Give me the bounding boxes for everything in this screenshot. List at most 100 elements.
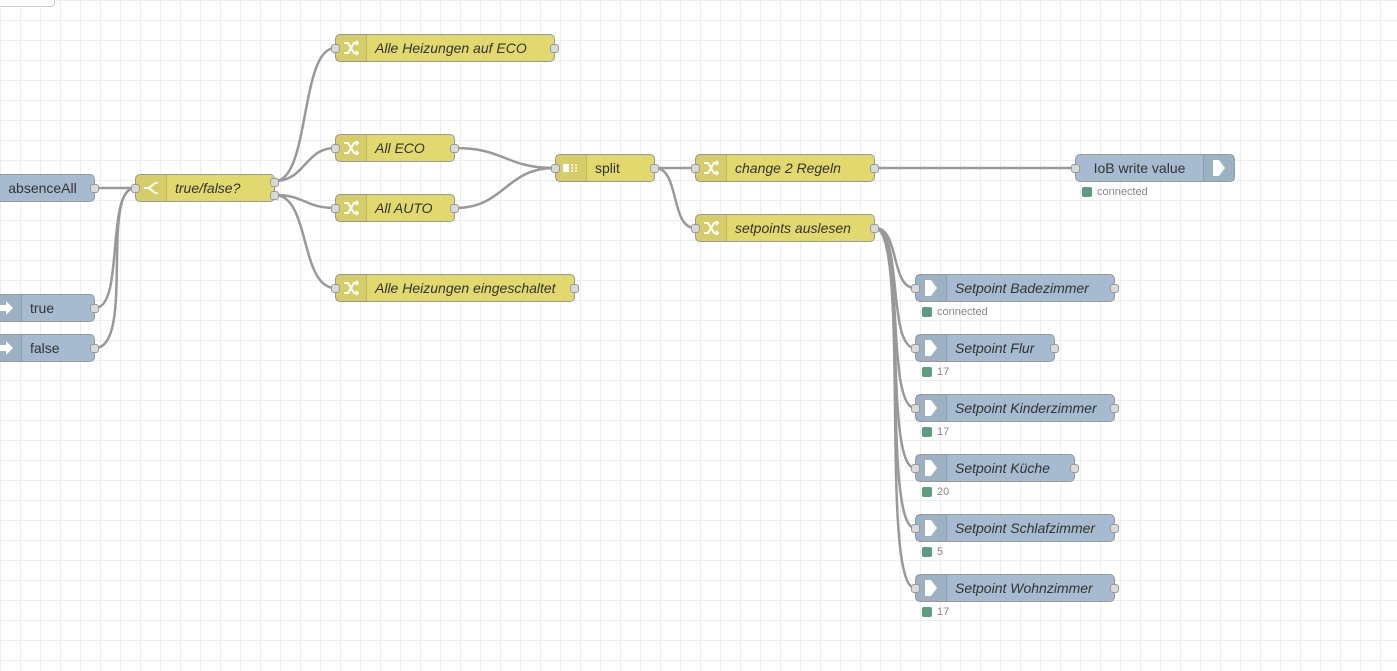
node-label: Alle Heizungen auf ECO — [375, 40, 527, 56]
input-port[interactable] — [911, 404, 920, 413]
input-port[interactable] — [911, 344, 920, 353]
wire — [454, 146, 556, 170]
input-port[interactable] — [911, 524, 920, 533]
status-text: 17 — [937, 426, 950, 438]
input-port[interactable] — [331, 44, 340, 53]
status-dot — [922, 427, 932, 437]
output-port[interactable] — [90, 304, 99, 313]
input-port[interactable] — [131, 184, 140, 193]
output-arrow-icon — [916, 515, 947, 541]
shuffle-icon — [336, 275, 367, 301]
node-absence-all[interactable]: absenceAll — [0, 174, 99, 202]
switch-icon — [136, 175, 167, 201]
wire — [274, 146, 336, 183]
input-port[interactable] — [551, 164, 560, 173]
inject-arrow-icon[interactable] — [0, 295, 22, 321]
status-dot — [922, 547, 932, 557]
output-port[interactable] — [550, 44, 559, 53]
output-arrow-icon — [916, 575, 947, 601]
input-port[interactable] — [1071, 164, 1080, 173]
node-status: 20 — [922, 486, 949, 498]
output-port[interactable] — [1110, 284, 1119, 293]
output-port[interactable] — [90, 344, 99, 353]
wire — [454, 166, 556, 210]
output-port[interactable] — [1070, 464, 1079, 473]
shuffle-icon — [336, 195, 367, 221]
node-inject-true[interactable]: true — [0, 294, 99, 322]
input-port[interactable] — [331, 284, 340, 293]
input-port[interactable] — [691, 164, 700, 173]
node-status: 5 — [922, 546, 943, 558]
node-setpoint-wohnzimmer[interactable]: Setpoint Wohnzimmer — [911, 574, 1119, 602]
inject-arrow-icon[interactable] — [0, 335, 22, 361]
output-port[interactable] — [1050, 344, 1059, 353]
output-arrow-icon — [916, 455, 947, 481]
node-change-alle-eco[interactable]: Alle Heizungen auf ECO — [331, 34, 559, 62]
node-label: Setpoint Kinderzimmer — [955, 400, 1097, 416]
output-arrow-icon — [916, 395, 947, 421]
node-label: All ECO — [375, 140, 425, 156]
node-setpoint-kueche[interactable]: Setpoint Küche — [911, 454, 1079, 482]
output-arrow-icon — [1203, 155, 1234, 181]
output-port-1[interactable] — [270, 178, 279, 187]
split-icon — [556, 155, 587, 181]
input-port[interactable] — [331, 204, 340, 213]
shuffle-icon — [696, 155, 727, 181]
status-text: 20 — [937, 486, 950, 498]
node-label: Setpoint Badezimmer — [955, 280, 1089, 296]
node-switch[interactable]: true/false? — [131, 174, 279, 202]
output-port[interactable] — [1110, 524, 1119, 533]
input-port[interactable] — [331, 144, 340, 153]
node-inject-false[interactable]: false — [0, 334, 99, 362]
node-label: change 2 Regeln — [735, 160, 841, 176]
node-status: 17 — [922, 426, 949, 438]
node-split[interactable]: split — [551, 154, 659, 182]
node-setpoint-flur[interactable]: Setpoint Flur — [911, 334, 1059, 362]
wire — [654, 166, 696, 230]
input-port[interactable] — [911, 464, 920, 473]
node-change-all-auto[interactable]: All AUTO — [331, 194, 459, 222]
output-port[interactable] — [870, 224, 879, 233]
node-label: Setpoint Flur — [955, 340, 1035, 356]
output-port[interactable] — [90, 184, 99, 193]
wire — [94, 186, 136, 350]
input-port[interactable] — [911, 584, 920, 593]
node-setpoint-kinderzimmer[interactable]: Setpoint Kinderzimmer — [911, 394, 1119, 422]
node-setpoint-badezimmer[interactable]: Setpoint Badezimmer — [911, 274, 1119, 302]
output-port[interactable] — [570, 284, 579, 293]
node-label: true — [30, 300, 55, 316]
node-status: connected — [922, 306, 988, 318]
node-setpoints-auslesen[interactable]: setpoints auslesen — [691, 214, 879, 242]
output-port[interactable] — [450, 144, 459, 153]
output-port[interactable] — [870, 164, 879, 173]
status-dot — [1082, 187, 1092, 197]
status-text: 17 — [937, 606, 950, 618]
wire — [274, 46, 336, 183]
output-port[interactable] — [650, 164, 659, 173]
status-dot — [922, 307, 932, 317]
shuffle-icon — [336, 135, 367, 161]
output-port-2[interactable] — [270, 191, 279, 200]
node-setpoint-schlafzimmer[interactable]: Setpoint Schlafzimmer — [911, 514, 1119, 542]
node-change-all-eco[interactable]: All ECO — [331, 134, 459, 162]
output-arrow-icon — [916, 335, 947, 361]
input-port[interactable] — [691, 224, 700, 233]
input-port[interactable] — [911, 284, 920, 293]
status-text: 17 — [937, 366, 950, 378]
wire — [874, 226, 916, 590]
node-status: connected — [1082, 186, 1148, 198]
status-text: 5 — [937, 546, 944, 558]
node-label: absenceAll — [8, 180, 77, 196]
node-label: setpoints auslesen — [735, 220, 851, 236]
node-label: Setpoint Wohnzimmer — [955, 580, 1093, 596]
node-label: Setpoint Schlafzimmer — [955, 520, 1096, 536]
output-port[interactable] — [1110, 404, 1119, 413]
output-port[interactable] — [1110, 584, 1119, 593]
output-port[interactable] — [450, 204, 459, 213]
node-iob-write-value[interactable]: IoB write value — [1071, 154, 1235, 182]
node-change-2-regeln[interactable]: change 2 Regeln — [691, 154, 879, 182]
shuffle-icon — [336, 35, 367, 61]
node-change-alle-eingeschaltet[interactable]: Alle Heizungen eingeschaltet — [331, 274, 579, 302]
status-dot — [922, 487, 932, 497]
